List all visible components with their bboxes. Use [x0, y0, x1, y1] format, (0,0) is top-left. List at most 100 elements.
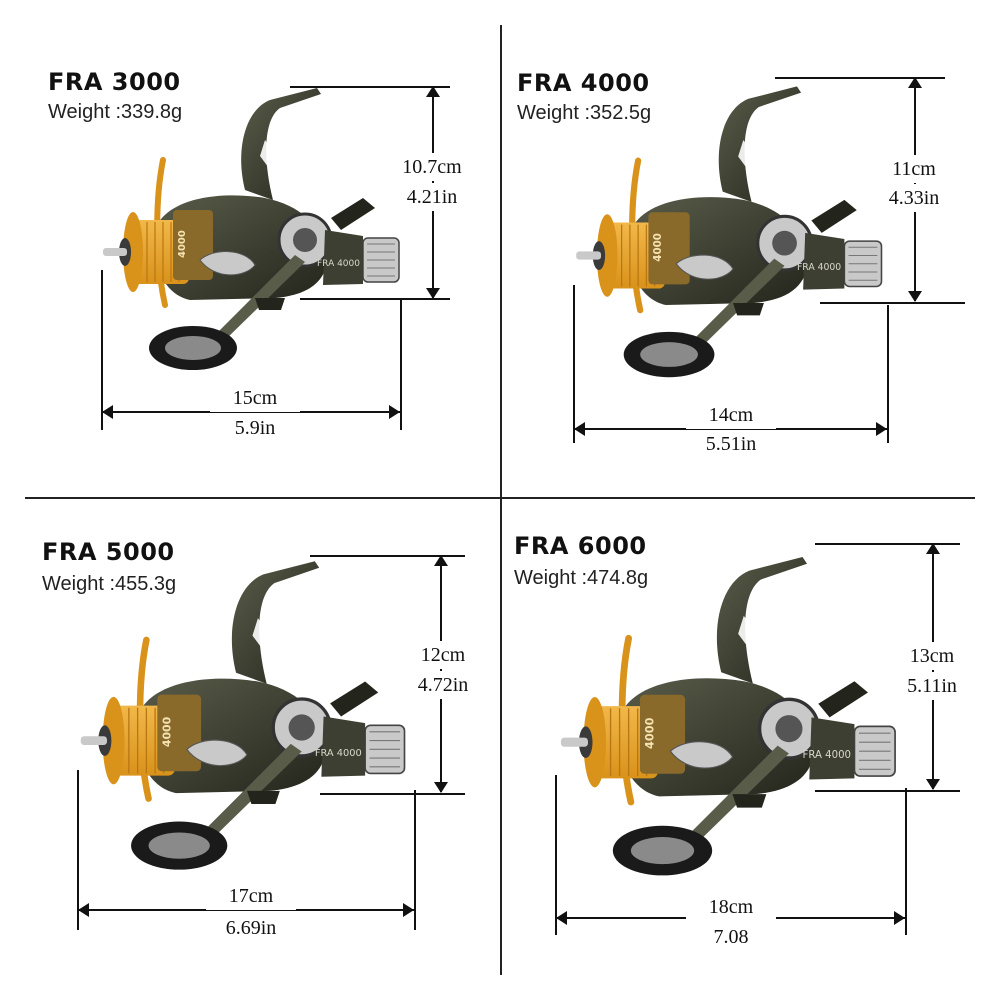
- model-title: FRA 5000: [42, 538, 175, 566]
- width-cm: 15cm: [210, 384, 300, 412]
- top-reference-line: [290, 86, 450, 88]
- rotor-chrome: [669, 741, 734, 769]
- left-reference-line: [573, 285, 575, 443]
- reel-foot: [247, 790, 280, 805]
- model-title: FRA 4000: [517, 69, 650, 97]
- weight-label: Weight :339.8g: [48, 101, 183, 123]
- drag-knob: [576, 251, 601, 260]
- spool-label: 4000: [177, 230, 188, 258]
- baitrunner-lever: [811, 199, 857, 233]
- arrow-up-icon: [426, 86, 440, 97]
- bottom-reference-line: [300, 298, 450, 300]
- reel-foot: [255, 298, 285, 310]
- arrow-left-icon: [78, 903, 89, 917]
- arrow-up-icon: [434, 555, 448, 566]
- width-cm: 18cm: [686, 893, 776, 921]
- baitrunner-lever: [818, 681, 868, 718]
- baitrunner-lever: [331, 198, 375, 230]
- drag-knob: [80, 736, 107, 745]
- spool-lip: [123, 212, 143, 292]
- right-reference-line: [414, 790, 416, 930]
- height-in: 4.72in: [398, 671, 488, 699]
- bottom-reference-line: [820, 302, 965, 304]
- right-reference-line: [905, 788, 907, 935]
- weight-label: Weight :455.3g: [42, 573, 177, 595]
- bottom-reference-line: [320, 793, 465, 795]
- arrow-right-icon: [876, 422, 887, 436]
- arrow-up-icon: [908, 77, 922, 88]
- arrow-left-icon: [556, 911, 567, 925]
- reel-foot: [733, 302, 764, 316]
- height-in: 4.21in: [387, 183, 477, 211]
- drag-knob: [103, 248, 127, 256]
- spool-lip: [596, 214, 618, 297]
- rear-housing: [321, 716, 366, 777]
- width-cm: 17cm: [206, 882, 296, 910]
- weight-label: Weight :352.5g: [517, 102, 652, 124]
- height-cm: 13cm: [887, 642, 977, 670]
- arrow-right-icon: [894, 911, 905, 925]
- rotor-chrome: [186, 739, 248, 767]
- arrow-right-icon: [389, 405, 400, 419]
- body-label: FRA 4000: [797, 262, 841, 273]
- reel-stem: [231, 561, 320, 684]
- arrow-left-icon: [102, 405, 113, 419]
- model-title: FRA 3000: [48, 68, 181, 96]
- reel-foot: [732, 794, 767, 808]
- stem-cutout: [260, 140, 300, 198]
- stem-cutout: [738, 615, 784, 682]
- height-in: 4.33in: [869, 184, 959, 212]
- height-cm: 10.7cm: [387, 153, 477, 181]
- spool-label: 4000: [160, 716, 173, 747]
- weight-label: Weight :474.8g: [514, 567, 649, 589]
- width-in: 6.69in: [206, 914, 296, 942]
- body-label: FRA 4000: [317, 259, 360, 269]
- width-in: 7.08: [686, 923, 776, 951]
- left-reference-line: [77, 770, 79, 930]
- width-in: 5.9in: [210, 414, 300, 442]
- arrow-left-icon: [574, 422, 585, 436]
- arrow-down-icon: [426, 288, 440, 299]
- vertical-divider: [500, 25, 502, 975]
- top-reference-line: [310, 555, 465, 557]
- arrow-down-icon: [926, 779, 940, 790]
- baitrunner-lever: [330, 681, 379, 717]
- left-reference-line: [555, 775, 557, 935]
- body-label: FRA 4000: [803, 750, 852, 761]
- reel-stem: [718, 86, 802, 202]
- height-in: 5.11in: [887, 672, 977, 700]
- rear-housing: [803, 232, 845, 290]
- top-reference-line: [815, 543, 960, 545]
- stem-cutout: [252, 618, 297, 682]
- right-reference-line: [887, 305, 889, 443]
- arrow-up-icon: [926, 543, 940, 554]
- width-in: 5.51in: [686, 430, 776, 458]
- rotor-chrome: [675, 254, 734, 280]
- height-cm: 12cm: [398, 641, 488, 669]
- right-reference-line: [400, 300, 402, 430]
- arrow-down-icon: [434, 782, 448, 793]
- spool-label: 4000: [643, 717, 656, 749]
- stem-cutout: [738, 140, 780, 200]
- body-label: FRA 4000: [315, 748, 362, 759]
- top-reference-line: [775, 77, 945, 79]
- reel-stem: [241, 88, 321, 200]
- model-title: FRA 6000: [514, 532, 647, 560]
- horizontal-divider: [25, 497, 975, 499]
- drag-knob: [560, 737, 588, 747]
- bottom-reference-line: [815, 790, 960, 792]
- rear-housing: [809, 717, 855, 780]
- reel-stem: [716, 557, 808, 684]
- height-cm: 11cm: [869, 155, 959, 183]
- left-reference-line: [101, 270, 103, 430]
- rear-housing: [323, 230, 363, 285]
- arrow-down-icon: [908, 291, 922, 302]
